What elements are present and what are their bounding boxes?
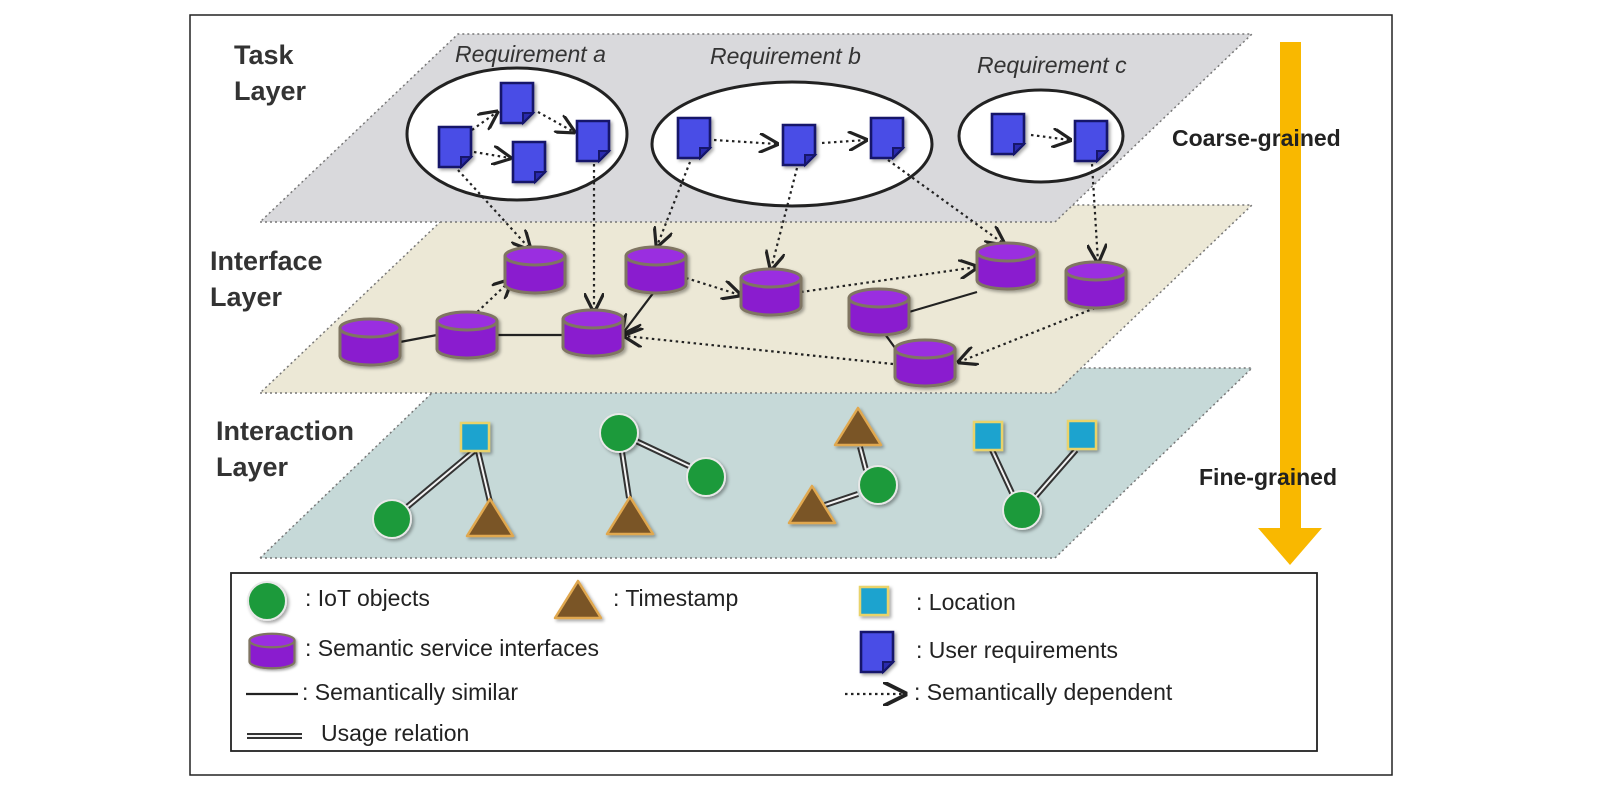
user-requirement-doc: [1073, 119, 1109, 163]
semantic-service-interface: [503, 245, 567, 295]
user-requirement-doc: [781, 123, 817, 167]
interface-layer-label: Interface Layer: [210, 246, 330, 312]
requirement-b-label: Requirement b: [710, 43, 861, 69]
requirement-a-label: Requirement a: [455, 41, 606, 67]
legend-timestamp: : Timestamp: [613, 585, 738, 611]
granularity-arrow: [1258, 42, 1322, 565]
user-requirement-doc: [990, 112, 1026, 156]
task-dependencies: [471, 112, 1070, 158]
semantic-service-interface: [739, 267, 803, 317]
semantic-service-interface: [975, 241, 1039, 291]
usage-relations: [399, 438, 1079, 515]
legend-iot-objects: : IoT objects: [305, 585, 430, 611]
legend-semantically-dependent: : Semantically dependent: [914, 679, 1173, 705]
iot-object-node: [599, 413, 639, 453]
semantic-service-interface: [435, 310, 499, 360]
semantic-service-interface: [338, 317, 402, 367]
user-requirement-doc: [869, 116, 905, 160]
legend-user-requirement-icon: [859, 630, 895, 674]
location-node: [1066, 419, 1098, 451]
interaction-layer-label: Interaction Layer: [216, 416, 362, 482]
legend-user-requirements: : User requirements: [916, 637, 1118, 663]
legend-box: [230, 572, 1318, 752]
user-requirement-doc: [676, 116, 712, 160]
legend-location: : Location: [916, 589, 1016, 615]
iot-object-node: [372, 499, 412, 539]
semantic-service-interface: [624, 245, 688, 295]
task-layer-label: Task Layer: [234, 40, 307, 106]
iot-object-node: [858, 465, 898, 505]
legend-semantic-service-interfaces: : Semantic service interfaces: [305, 635, 599, 661]
user-requirement-doc: [437, 125, 473, 169]
legend-semantically-similar: : Semantically similar: [302, 679, 518, 705]
legend-cylinder-icon: [248, 632, 296, 670]
iot-object-node: [1002, 490, 1042, 530]
legend-iot-icon: [247, 581, 287, 621]
iot-object-node: [686, 457, 726, 497]
fine-grained-label: Fine-grained: [1199, 464, 1337, 490]
requirement-c-label: Requirement c: [977, 52, 1127, 78]
user-requirement-doc: [511, 140, 547, 184]
user-requirement-doc: [499, 81, 535, 125]
semantic-service-interface: [561, 308, 625, 358]
location-node: [459, 421, 491, 453]
semantic-service-interface: [1064, 260, 1128, 310]
user-requirement-doc: [575, 119, 611, 163]
coarse-grained-label: Coarse-grained: [1172, 125, 1341, 151]
location-node: [972, 420, 1004, 452]
task-to-interface-dependencies: [457, 159, 1098, 311]
semantic-service-interface: [847, 287, 911, 337]
legend-location-icon: [858, 585, 890, 617]
semantic-service-interface: [893, 338, 957, 388]
legend-usage-relation: Usage relation: [321, 720, 469, 746]
